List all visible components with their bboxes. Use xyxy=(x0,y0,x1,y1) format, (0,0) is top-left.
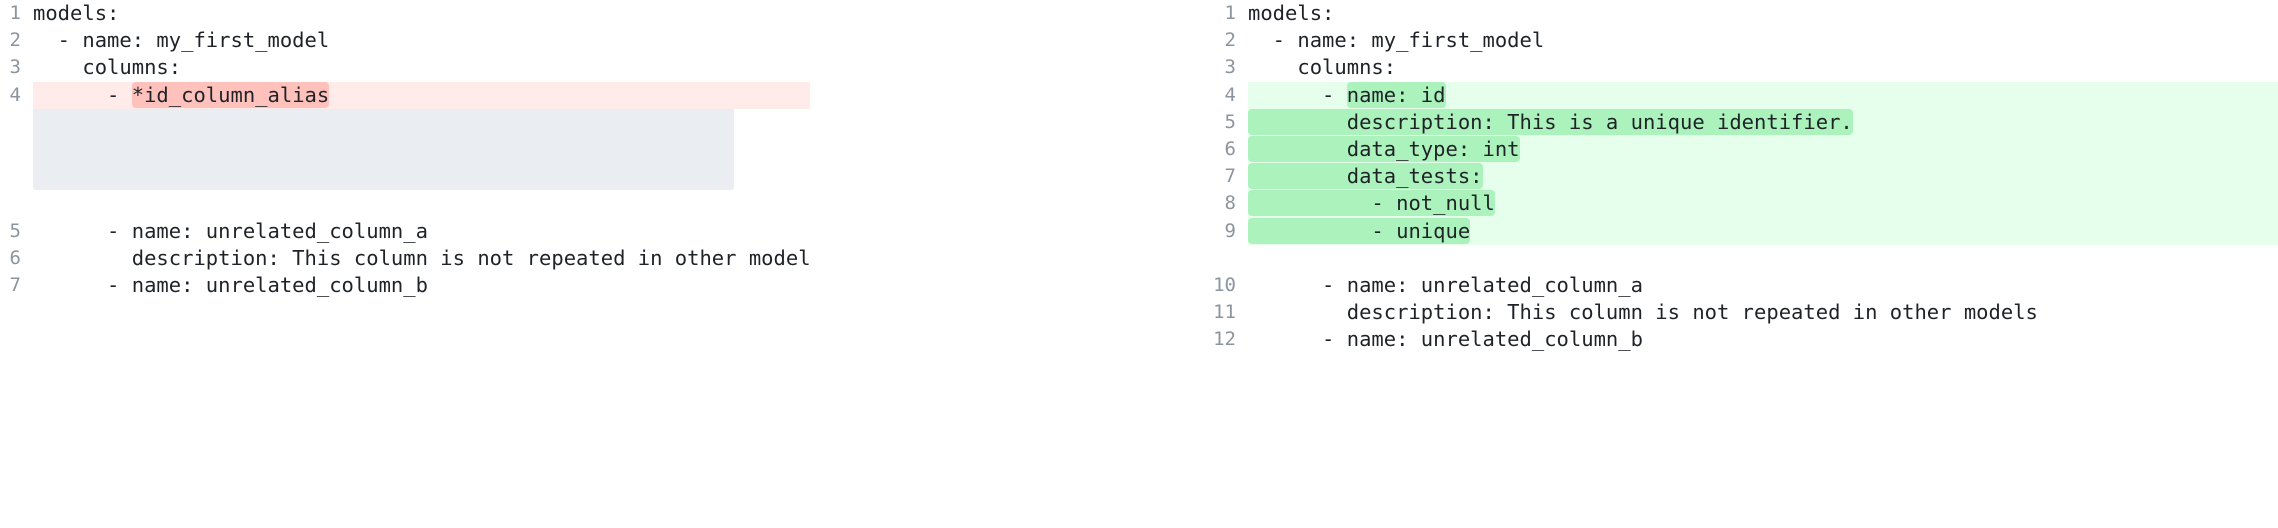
code-text[interactable]: columns: xyxy=(1248,54,2278,81)
code-text[interactable]: models: xyxy=(33,0,810,27)
line-number: 1 xyxy=(1224,2,1236,24)
diff-line-after-4[interactable]: 4 - name: id xyxy=(810,81,2278,109)
code-segment-plain: - xyxy=(33,82,132,107)
code-text[interactable]: - unique xyxy=(1248,217,2278,245)
line-number: 3 xyxy=(1224,56,1236,79)
code-text[interactable]: - name: unrelated_column_a xyxy=(1248,272,2278,299)
added-token-highlight: - not_null xyxy=(1248,190,1495,217)
diff-line-after-5[interactable]: 5 description: This is a unique identifi… xyxy=(810,108,2278,136)
diff-line-after-10[interactable]: 10 - name: unrelated_column_a xyxy=(810,272,2278,299)
added-token-highlight: - unique xyxy=(1248,217,1471,244)
code-text[interactable]: description: This is a unique identifier… xyxy=(1248,108,2278,136)
line-number: 7 xyxy=(9,273,21,296)
diff-line-after-7[interactable]: 7 data_tests: xyxy=(810,163,2278,191)
line-number: 12 xyxy=(1213,328,1236,351)
code-text[interactable]: description: This column is not repeated… xyxy=(1248,299,2278,326)
line-number: 7 xyxy=(1224,165,1236,188)
code-segment-plain: - name: my_first_model xyxy=(1248,28,1545,53)
code-text[interactable]: data_type: int xyxy=(1248,135,2278,164)
added-token-highlight: name: id xyxy=(1346,81,1446,108)
diff-line-after-3[interactable]: 3 columns: xyxy=(810,54,2278,81)
added-token-highlight: description: This is a unique identifier… xyxy=(1248,108,1853,135)
line-number: 2 xyxy=(1224,29,1236,52)
line-number: 8 xyxy=(1224,192,1236,215)
line-number: 4 xyxy=(1224,83,1236,106)
line-number: 1 xyxy=(9,2,21,24)
added-token-highlight: data_type: int xyxy=(1248,135,1520,162)
diff-filler-gap xyxy=(0,190,810,218)
diff-line-after-8[interactable]: 8 - not_null xyxy=(810,190,2278,218)
code-segment-plain: - name: my_first_model xyxy=(33,28,330,53)
code-text[interactable]: - not_null xyxy=(1248,190,2278,218)
diff-line-after-6[interactable]: 6 data_type: int xyxy=(810,135,2278,164)
code-segment-plain: columns: xyxy=(1248,55,1397,80)
diff-filler-block xyxy=(33,108,734,191)
line-number: 2 xyxy=(9,29,21,52)
code-text[interactable]: description: This column is not repeated… xyxy=(33,245,810,272)
added-token-highlight: data_tests: xyxy=(1248,163,1483,190)
code-text[interactable]: - name: my_first_model xyxy=(1248,27,2278,54)
code-text[interactable]: - name: unrelated_column_b xyxy=(33,272,810,299)
line-number: 3 xyxy=(9,56,21,79)
code-text[interactable]: - name: unrelated_column_a xyxy=(33,218,810,245)
code-segment-plain: - name: unrelated_column_b xyxy=(33,272,428,297)
code-segment-plain: - name: unrelated_column_a xyxy=(1248,272,1643,297)
code-segment-plain: description: This column is not repeated… xyxy=(1248,300,2038,325)
removed-token-highlight: *id_column_alias xyxy=(131,81,330,108)
code-text[interactable]: - *id_column_alias xyxy=(33,81,810,109)
code-segment-plain: columns: xyxy=(33,55,182,80)
code-segment-plain: models: xyxy=(33,1,120,25)
diff-line-before-2[interactable]: 2 - name: my_first_model xyxy=(0,27,810,54)
code-segment-plain: - name: unrelated_column_b xyxy=(1248,327,1643,352)
diff-line-before-6[interactable]: 6 description: This column is not repeat… xyxy=(0,245,810,272)
diff-line-after-2[interactable]: 2 - name: my_first_model xyxy=(810,27,2278,54)
diff-line-after-9[interactable]: 9 - unique xyxy=(810,217,2278,245)
line-number: 9 xyxy=(1224,219,1236,242)
diff-line-after-1[interactable]: 1 models: xyxy=(810,0,2278,27)
diff-line-after-11[interactable]: 11 description: This column is not repea… xyxy=(810,299,2278,326)
diff-line-before-5[interactable]: 5 - name: unrelated_column_a xyxy=(0,218,810,245)
diff-line-before-4[interactable]: 4 - *id_column_alias xyxy=(0,81,810,109)
line-number: 11 xyxy=(1213,301,1236,324)
code-text[interactable]: models: xyxy=(1248,0,2278,27)
line-number: 10 xyxy=(1213,273,1236,296)
diff-line-before-7[interactable]: 7 - name: unrelated_column_b xyxy=(0,272,810,299)
code-text[interactable]: columns: xyxy=(33,54,810,81)
line-number: 5 xyxy=(9,219,21,242)
code-text[interactable]: - name: my_first_model xyxy=(33,27,810,54)
line-number: 4 xyxy=(9,83,21,106)
diff-row-spacer xyxy=(810,244,2278,272)
line-number: 6 xyxy=(9,246,21,269)
code-text[interactable]: data_tests: xyxy=(1248,163,2278,191)
code-segment-plain: - xyxy=(1248,82,1347,107)
diff-line-before-1[interactable]: 1 models: xyxy=(0,0,810,27)
diff-line-before-3[interactable]: 3 columns: xyxy=(0,54,810,81)
code-segment-plain: description: This column is not repeated… xyxy=(33,245,810,270)
diff-line-after-12[interactable]: 12 - name: unrelated_column_b xyxy=(810,326,2278,353)
code-text[interactable]: - name: unrelated_column_b xyxy=(1248,326,2278,353)
line-number: 6 xyxy=(1224,137,1236,160)
code-segment-plain: - name: unrelated_column_a xyxy=(33,218,428,243)
code-text[interactable]: - name: id xyxy=(1248,81,2278,109)
code-segment-plain: models: xyxy=(1248,1,1335,25)
line-number: 5 xyxy=(1224,110,1236,133)
